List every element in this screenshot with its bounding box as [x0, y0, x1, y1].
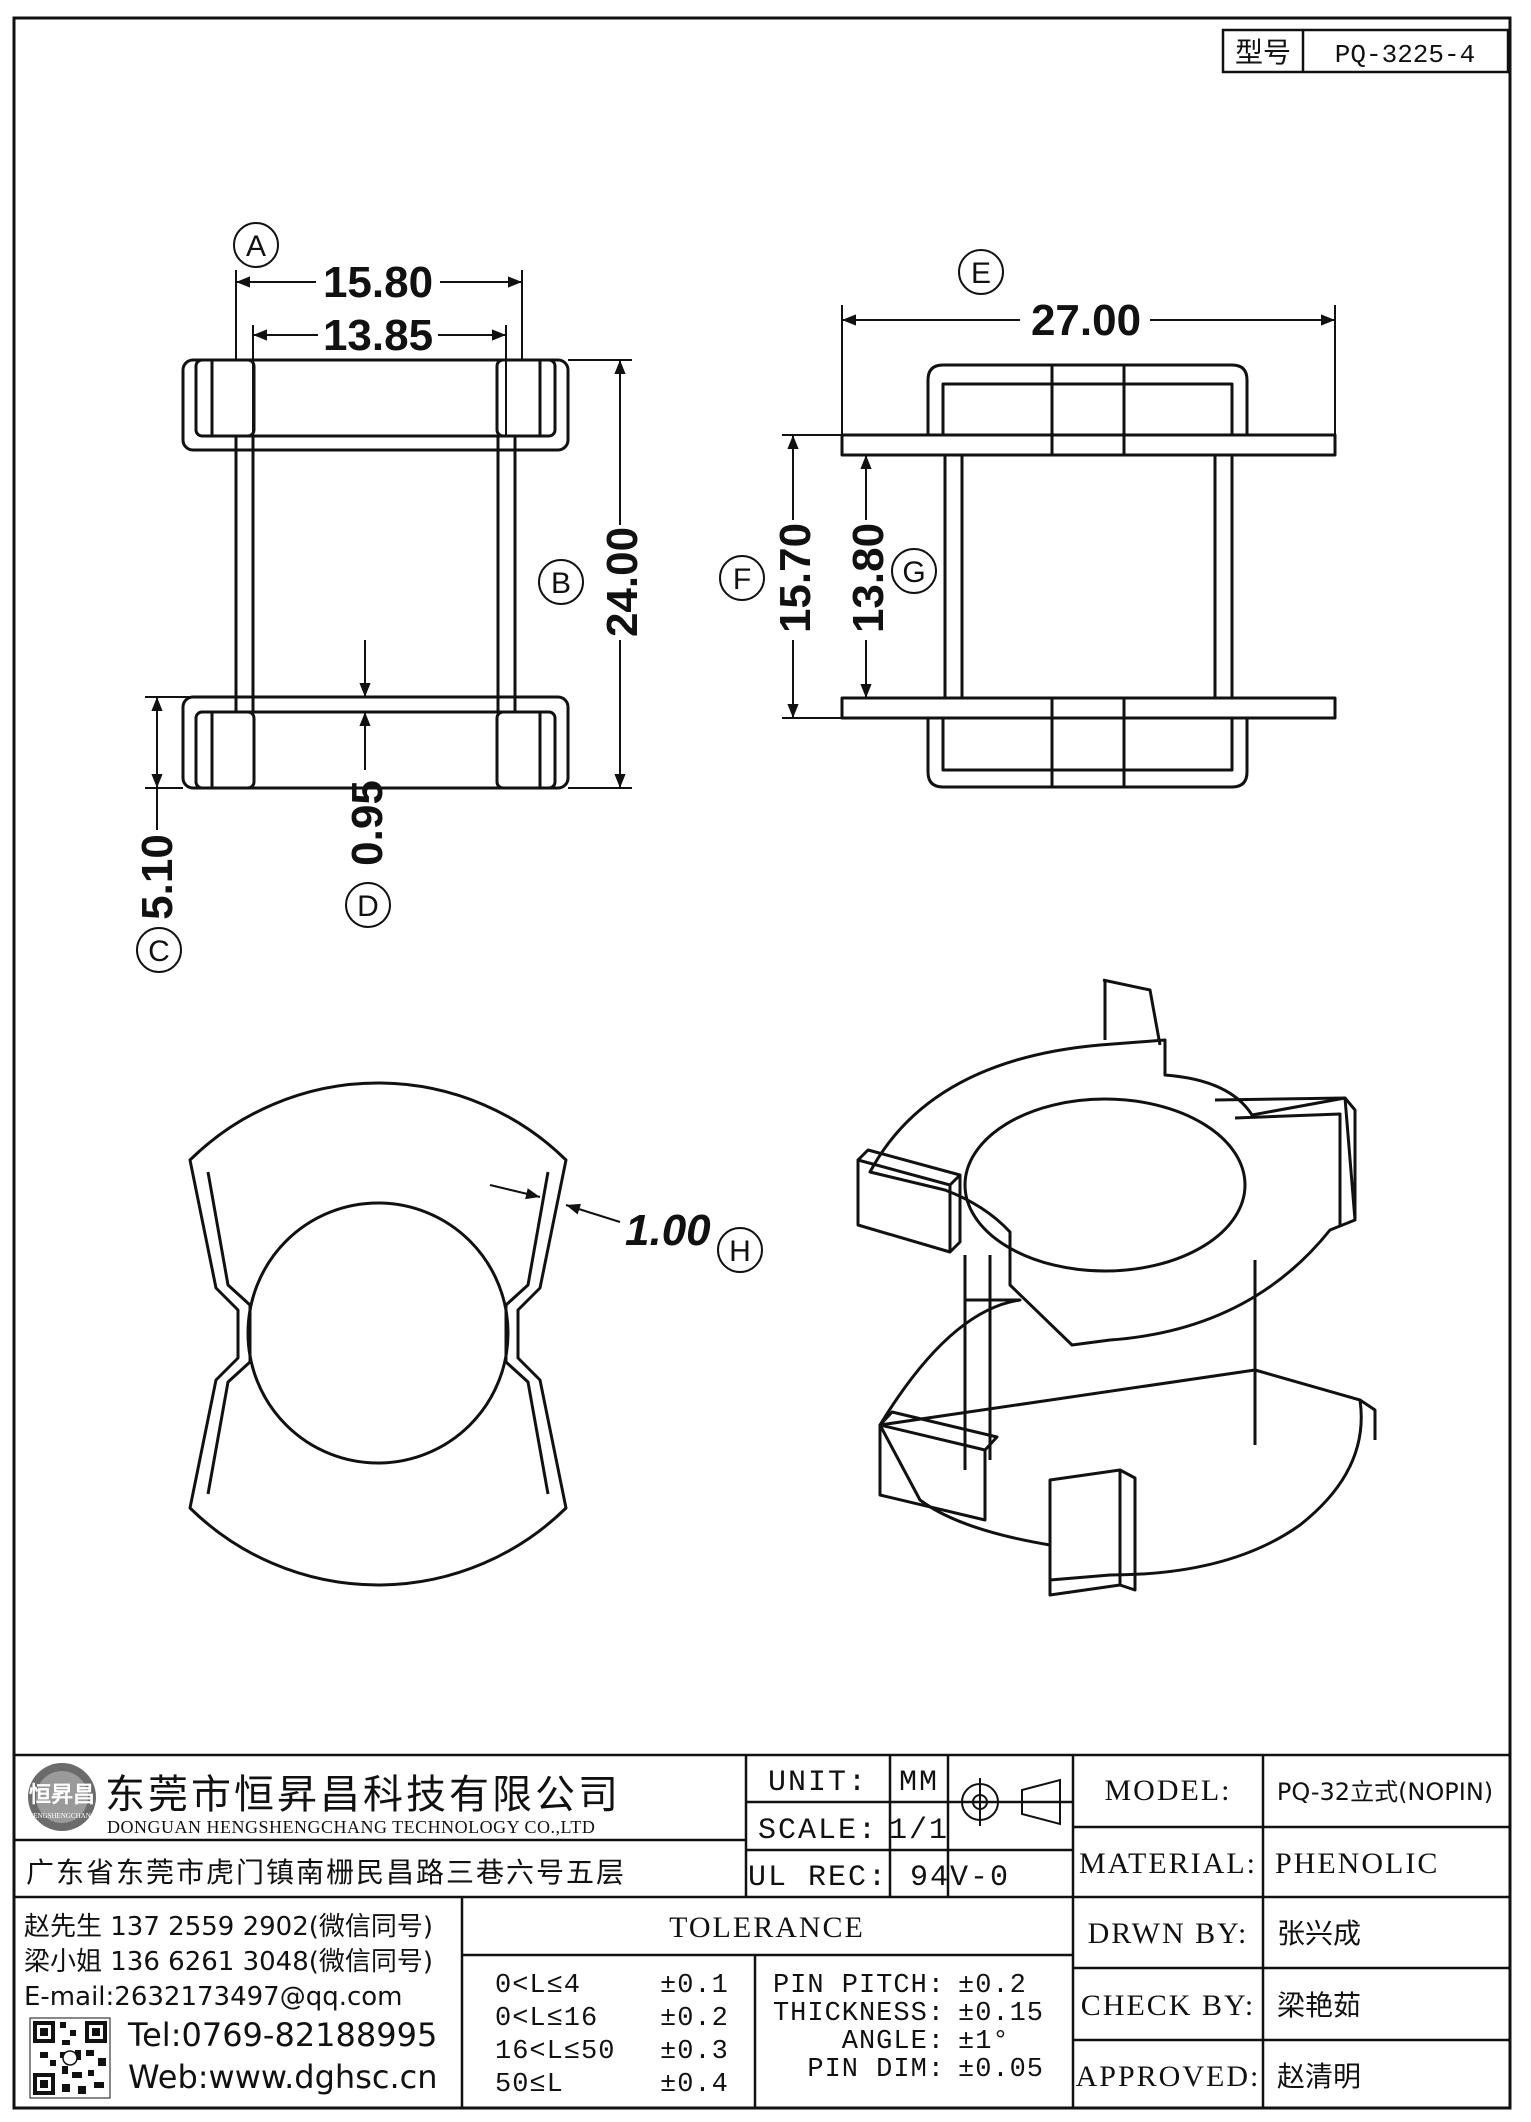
model-label: MODEL:: [1105, 1774, 1232, 1807]
company-address: 广东省东莞市虎门镇南栅民昌路三巷六号五层: [26, 1856, 626, 1889]
contact-2: 梁小姐 136 6261 3048(微信同号): [24, 1947, 433, 1977]
tag-b: B: [551, 567, 571, 600]
misc-label-2: THICKNESS:: [773, 1999, 945, 2029]
contact-email: E-mail:2632173497@qq.com: [24, 1982, 403, 2012]
tag-c: C: [148, 935, 170, 968]
contact-1: 赵先生 137 2559 2902(微信同号): [24, 1912, 433, 1942]
ulrec-label: UL REC:: [748, 1861, 888, 1895]
company-info: 东莞市恒昇昌科技有限公司 DONGUAN HENGSHENGCHANG TECH…: [24, 1772, 626, 2096]
dim-a2-value: 13.85: [323, 311, 433, 360]
tag-f: F: [733, 563, 751, 596]
top-view: [188, 1081, 568, 1587]
misc-value-4: ±0.05: [958, 2055, 1044, 2085]
misc-value-1: ±0.2: [958, 1971, 1027, 2001]
isometric-view: [856, 978, 1377, 1597]
spec-cells: UNIT: MM SCALE: 1/1 UL REC: 94V-0: [748, 1766, 1010, 1895]
qr-code-icon: [29, 2017, 111, 2099]
side-view-labels: E 27.00 F 15.70 13.80 G: [719, 249, 1141, 633]
dim-g-value: 13.80: [844, 523, 893, 633]
company-name-en: DONGUAN HENGSHENGCHANG TECHNOLOGY CO.,LT…: [107, 1817, 595, 1837]
tol-range-3: 16<L≤50: [495, 2037, 615, 2067]
model-header-box: 型号 PQ-3225-4: [1221, 28, 1510, 74]
drawn-label: DRWN BY:: [1088, 1917, 1249, 1950]
title-block-grid: [14, 1753, 1510, 2108]
type-value: PQ-3225-4: [1335, 40, 1475, 70]
dim-b-value: 24.00: [598, 527, 647, 637]
tol-range-2: 0<L≤16: [495, 2004, 598, 2034]
drawn-value: 张兴成: [1277, 1917, 1361, 1950]
tag-g: G: [902, 556, 925, 589]
contact-web: Web:www.dghsc.cn: [128, 2058, 438, 2096]
front-view-labels: A 15.80 13.85 B 24.00 5.10 C 0.95 D: [133, 222, 647, 973]
tag-e: E: [971, 257, 991, 290]
top-view-dimensions: [489, 1184, 621, 1223]
tol-range-1: 0<L≤4: [495, 1971, 581, 2001]
dim-a-value: 15.80: [323, 258, 433, 307]
logo-text: 恒昇昌: [29, 1782, 95, 1808]
tol-value-4: ±0.4: [660, 2070, 729, 2100]
tolerance-table: TOLERANCE 0<L≤4 ±0.1 0<L≤16 ±0.2 16<L≤50…: [495, 1911, 1044, 2100]
misc-label-1: PIN PITCH:: [773, 1971, 945, 2001]
tag-a: A: [246, 230, 266, 263]
tag-h: H: [729, 1235, 751, 1268]
dim-h-value: 1.00: [625, 1206, 711, 1255]
approved-value: 赵清明: [1277, 2060, 1361, 2093]
check-label: CHECK BY:: [1081, 1989, 1255, 2022]
misc-label-3: ANGLE:: [842, 2027, 945, 2057]
side-view-dimensions: [782, 305, 1336, 719]
dim-e-value: 27.00: [1031, 296, 1141, 345]
company-logo: 恒昇昌 HENGSHENGCHANG: [28, 1763, 96, 1831]
material-value: PHENOLIC: [1275, 1847, 1439, 1880]
tag-d: D: [357, 890, 379, 923]
misc-value-2: ±0.15: [958, 1999, 1044, 2029]
model-value: PQ-32立式(NOPIN): [1277, 1778, 1493, 1806]
type-label: 型号: [1235, 36, 1291, 69]
dim-f-value: 15.70: [771, 523, 820, 633]
projection-symbol-icon: [956, 1778, 1068, 1826]
unit-label: UNIT:: [768, 1766, 868, 1800]
dim-d-value: 0.95: [343, 780, 392, 866]
front-view: [181, 358, 570, 790]
unit-value: MM: [899, 1766, 939, 1800]
tolerance-title: TOLERANCE: [669, 1911, 865, 1944]
check-value: 梁艳茹: [1277, 1989, 1361, 2022]
tol-value-2: ±0.2: [660, 2004, 729, 2034]
right-title-block: MODEL: PQ-32立式(NOPIN) MATERIAL: PHENOLIC…: [1076, 1774, 1494, 2093]
dim-c-value: 5.10: [133, 834, 182, 920]
sheet-border: [12, 16, 1512, 2110]
ulrec-value: 94V-0: [910, 1861, 1010, 1895]
approved-label: APPROVED:: [1076, 2060, 1261, 2093]
company-name-cn: 东莞市恒昇昌科技有限公司: [105, 1772, 621, 1818]
contact-tel: Tel:0769-82188995: [127, 2016, 437, 2054]
material-label: MATERIAL:: [1079, 1847, 1257, 1880]
scale-value: 1/1: [889, 1814, 949, 1848]
tol-range-4: 50≤L: [495, 2070, 564, 2100]
tol-value-1: ±0.1: [660, 1971, 729, 2001]
tol-value-3: ±0.3: [660, 2037, 729, 2067]
front-view-dimensions: [145, 270, 632, 830]
misc-label-4: PIN DIM:: [807, 2055, 945, 2085]
misc-value-3: ±1°: [958, 2027, 1010, 2057]
side-view: [840, 363, 1337, 789]
top-view-labels: 1.00 H: [625, 1206, 763, 1273]
logo-subtext: HENGSHENGCHANG: [28, 1812, 96, 1820]
scale-label: SCALE:: [758, 1814, 878, 1848]
